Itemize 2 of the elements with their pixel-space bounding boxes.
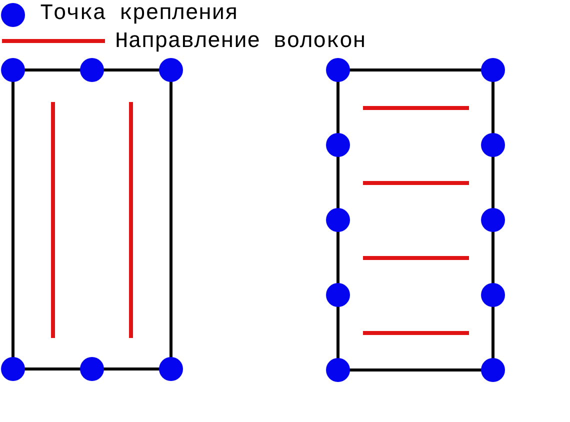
legend-label: Точка крепления bbox=[40, 1, 238, 27]
legend-label: Направление волокон bbox=[115, 29, 366, 55]
